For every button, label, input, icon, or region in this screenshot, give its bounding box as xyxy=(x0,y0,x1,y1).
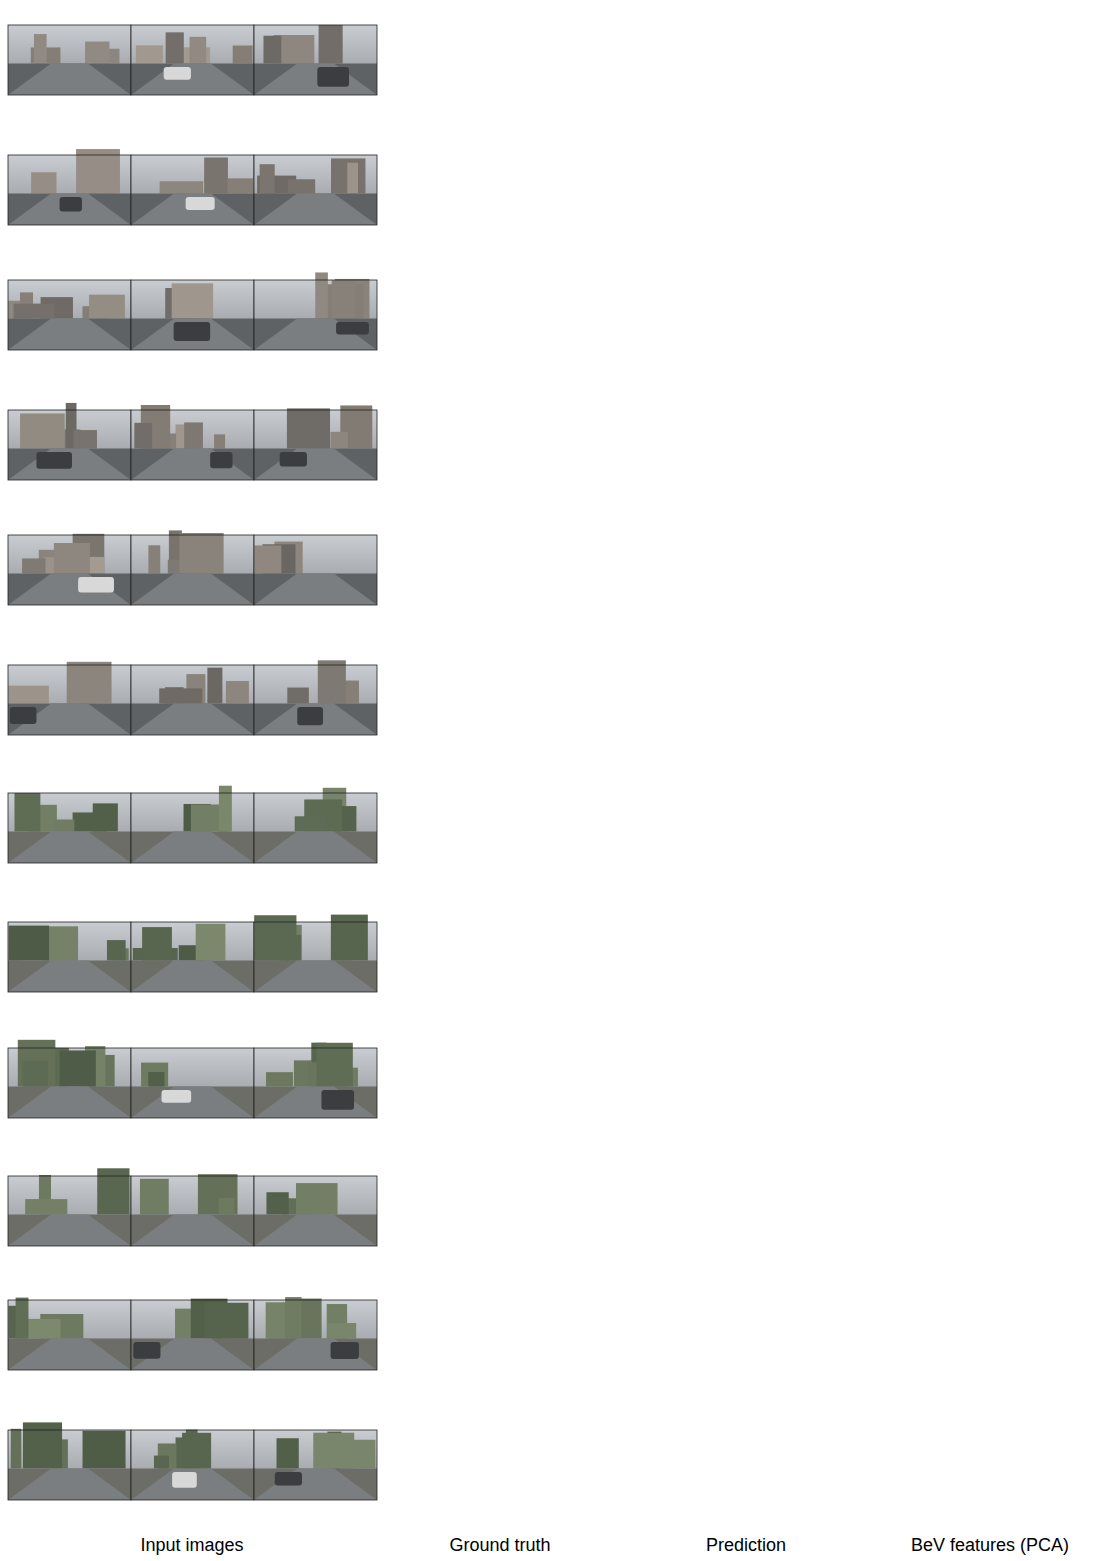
column-label: BeV features (PCA) xyxy=(911,1535,1069,1556)
camera-image xyxy=(254,25,377,95)
camera-image xyxy=(8,1422,131,1500)
camera-image xyxy=(254,272,377,350)
camera-image xyxy=(254,1176,377,1246)
camera-image xyxy=(254,155,377,225)
camera-image xyxy=(254,405,377,480)
camera-image xyxy=(254,915,377,992)
camera-image xyxy=(131,155,254,225)
camera-image xyxy=(8,662,131,735)
camera-image xyxy=(254,1430,377,1500)
camera-image xyxy=(8,280,131,350)
camera-image xyxy=(8,1168,131,1246)
camera-image xyxy=(131,922,254,992)
camera-image xyxy=(8,534,131,605)
camera-image xyxy=(8,1040,131,1118)
column-label: Prediction xyxy=(706,1535,786,1556)
camera-image xyxy=(254,1043,377,1118)
camera-image xyxy=(131,530,254,605)
camera-image xyxy=(8,25,131,95)
camera-image xyxy=(8,149,131,225)
column-label: Input images xyxy=(140,1535,243,1556)
camera-image xyxy=(131,405,254,480)
camera-image xyxy=(131,280,254,350)
camera-image xyxy=(8,403,131,480)
column-label: Ground truth xyxy=(449,1535,550,1556)
camera-image xyxy=(131,1048,254,1118)
camera-image xyxy=(131,665,254,735)
camera-image xyxy=(8,1298,131,1370)
camera-image xyxy=(131,1299,254,1370)
camera-image xyxy=(131,786,254,863)
camera-image xyxy=(131,1430,254,1500)
camera-image xyxy=(254,660,377,735)
camera-image xyxy=(8,922,131,992)
camera-image xyxy=(254,1297,377,1370)
camera-image xyxy=(131,25,254,95)
camera-image xyxy=(254,535,377,605)
camera-image xyxy=(8,793,131,863)
camera-image xyxy=(131,1174,254,1246)
camera-image xyxy=(254,788,377,863)
